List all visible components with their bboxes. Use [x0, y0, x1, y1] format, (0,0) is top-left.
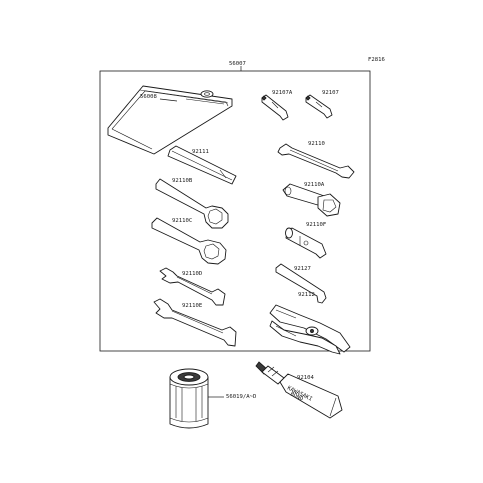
hex-key-icon[interactable]	[275, 263, 327, 304]
kit-label: 56007	[229, 61, 246, 67]
label-56019: 56019/A~D	[226, 394, 257, 400]
label-92110A: 92110A	[304, 182, 325, 188]
label-92104: 92104	[297, 375, 314, 381]
kit-frame	[99, 70, 371, 352]
label-92107A: 92107A	[272, 90, 293, 96]
screwdriver-bit-icon[interactable]	[305, 94, 333, 119]
handle-bar-icon[interactable]	[167, 145, 237, 185]
box-wrench-b-icon[interactable]	[155, 178, 229, 229]
plug-socket-icon[interactable]	[282, 183, 341, 217]
socket-f-icon[interactable]	[285, 227, 327, 259]
label-56008: 56008	[140, 94, 157, 100]
label-92112: 92112	[298, 292, 315, 298]
pliers-icon[interactable]	[269, 304, 351, 355]
label-92110E: 92110E	[182, 303, 203, 309]
label-92111: 92111	[192, 149, 209, 155]
oil-filter-icon[interactable]	[169, 368, 209, 429]
open-wrench-d-icon[interactable]	[159, 267, 226, 306]
label-92110: 92110	[308, 141, 325, 147]
label-92110C: 92110C	[172, 218, 192, 224]
screwdriver-bit-a-icon[interactable]	[261, 94, 289, 121]
double-spanner-icon[interactable]	[277, 143, 355, 179]
tool-pouch-icon[interactable]	[107, 85, 233, 155]
tube-text-line2: BOND	[289, 391, 304, 403]
label-92110D: 92110D	[182, 271, 203, 277]
label-92110B: 92110B	[172, 178, 193, 184]
bond-tube-icon[interactable]: KAWASAKI BOND	[255, 361, 343, 419]
label-92110F: 92110F	[306, 222, 327, 228]
label-92127: 92127	[294, 266, 311, 272]
figure-code: F2816	[368, 57, 385, 63]
box-wrench-c-icon[interactable]	[151, 217, 227, 265]
label-92107: 92107	[322, 90, 339, 96]
leader-56008	[159, 98, 178, 102]
open-wrench-e-icon[interactable]	[153, 298, 237, 347]
